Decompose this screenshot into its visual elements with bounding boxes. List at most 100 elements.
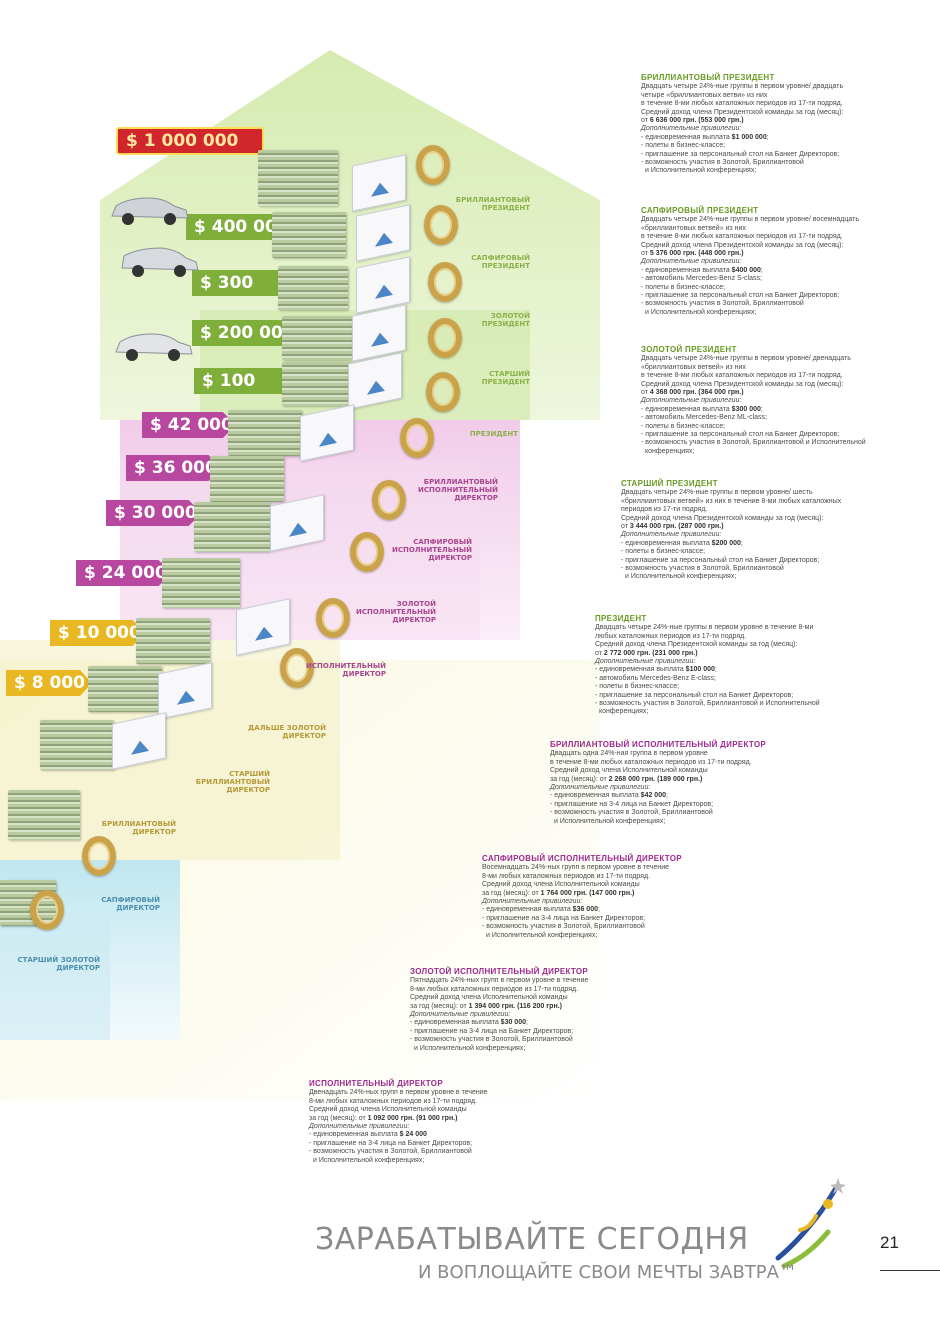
income-line: за год (месяц): от 2 268 000 грн. (189 0… bbox=[550, 775, 703, 783]
ring-icon bbox=[30, 890, 64, 930]
money-stack bbox=[8, 790, 80, 840]
perk-line: - приглашение на 3-4 лица на Банкет Дире… bbox=[482, 914, 646, 922]
perk-line: - возможность участия в Золотой, Бриллиа… bbox=[641, 159, 804, 167]
perks-label: Дополнительные привилегии: bbox=[595, 658, 696, 666]
desc-line: Средний доход члена Президентской команд… bbox=[641, 241, 844, 249]
perks-label: Дополнительные привилегии: bbox=[641, 397, 742, 405]
perk-line: - приглашение за персональный стол на Ба… bbox=[595, 691, 794, 699]
bonus-line: - единовременная выплата $300 000; bbox=[641, 405, 763, 413]
slogan-line-2: И ВОПЛОЩАЙТЕ СВОИ МЕЧТЫ ЗАВТРА™ bbox=[418, 1262, 797, 1283]
stair-label: БРИЛЛИАНТОВЫЙ ИСПОЛНИТЕЛЬНЫЙ ДИРЕКТОР bbox=[417, 478, 498, 502]
money-stack bbox=[194, 502, 270, 552]
desc-line: Средний доход члена Президентской команд… bbox=[621, 514, 824, 522]
perk-line: - возможность участия в Золотой, Бриллиа… bbox=[410, 1036, 573, 1044]
ring-icon bbox=[82, 836, 116, 876]
perks-label: Дополнительные привилегии: bbox=[550, 784, 651, 792]
bonus-line: - единовременная выплата $200 000; bbox=[621, 539, 743, 547]
ring-icon bbox=[372, 480, 406, 520]
ring-icon bbox=[280, 648, 314, 688]
amount-tag: $ 30 000 bbox=[106, 500, 202, 526]
level-title: ПРЕЗИДЕНТ bbox=[595, 614, 647, 623]
desc-line: Двадцать четыре 24%-ные группы в первом … bbox=[595, 624, 814, 632]
income-line: за год (месяц): от 1 092 000 грн. (91 00… bbox=[309, 1114, 458, 1122]
bonus-line: - единовременная выплата $400 000; bbox=[641, 266, 763, 274]
perk-line: - полеты в бизнес-классе; bbox=[641, 283, 726, 291]
level-title: ЗОЛОТОЙ ПРЕЗИДЕНТ bbox=[641, 345, 737, 354]
perk-line: - возможность участия в Золотой, Бриллиа… bbox=[621, 565, 784, 573]
perk-line: - автомобиль Mercedes-Benz S-class; bbox=[641, 275, 762, 283]
stair-label: СТАРШИЙ БРИЛЛИАНТОВЫЙ ДИРЕКТОР bbox=[195, 770, 270, 794]
desc-line: Средний доход члена Исполнительной коман… bbox=[482, 881, 640, 889]
perk-line: и Исполнительной конференциях; bbox=[645, 167, 757, 175]
level-description: ЗОЛОТОЙ ПРЕЗИДЕНТ Двадцать четыре 24%-ны… bbox=[641, 345, 866, 456]
perks-label: Дополнительные привилегии: bbox=[482, 898, 583, 906]
money-stack bbox=[210, 456, 284, 502]
money-stack bbox=[40, 720, 114, 770]
level-title: БРИЛЛИАНТОВЫЙ ИСПОЛНИТЕЛЬНЫЙ ДИРЕКТОР bbox=[550, 740, 767, 749]
amount-tag: $ 8 000 bbox=[6, 670, 92, 696]
bonus-line: - единовременная выплата $36 000; bbox=[482, 906, 600, 914]
ring-icon bbox=[316, 598, 350, 638]
desc-line: Средний доход члена Президентской команд… bbox=[641, 380, 844, 388]
level-description: ИСПОЛНИТЕЛЬНЫЙ ДИРЕКТОР Двенадцать 24%-н… bbox=[309, 1079, 488, 1165]
slogan-line-1: ЗАРАБАТЫВАЙТЕ СЕГОДНЯ bbox=[315, 1222, 749, 1257]
money-stack bbox=[258, 150, 338, 206]
ring-icon bbox=[350, 532, 384, 572]
stair-label: САПФИРОВЫЙ ПРЕЗИДЕНТ bbox=[471, 254, 530, 270]
desc-line: «бриллиантовых ветвей» из них bbox=[641, 224, 746, 232]
money-stack bbox=[228, 410, 302, 456]
stair-label: ЗОЛОТОЙ ИСПОЛНИТЕЛЬНЫЙ ДИРЕКТОР bbox=[355, 600, 436, 624]
desc-line: Двадцать одна 24%-ная группа в первом ур… bbox=[550, 750, 708, 758]
desc-line: Средний доход члена Президентской команд… bbox=[595, 641, 798, 649]
desc-line: Двадцать четыре 24%-ные группы в первом … bbox=[641, 83, 844, 91]
stair-label: СТАРШИЙ ПРЕЗИДЕНТ bbox=[481, 370, 530, 386]
perk-line: - полеты в бизнес-классе; bbox=[621, 548, 706, 556]
amount-tag: $ 100 000 bbox=[194, 368, 296, 394]
level-description: ЗОЛОТОЙ ИСПОЛНИТЕЛЬНЫЙ ДИРЕКТОР Пятнадца… bbox=[410, 967, 588, 1053]
bonus-line: - единовременная выплата $100 000; bbox=[595, 666, 717, 674]
perk-line: - полеты в бизнес-классе; bbox=[641, 422, 726, 430]
money-stack bbox=[88, 666, 162, 712]
level-title: ИСПОЛНИТЕЛЬНЫЙ ДИРЕКТОР bbox=[309, 1079, 443, 1088]
perk-line: - возможность участия в Золотой, Бриллиа… bbox=[595, 700, 820, 708]
income-line: от 4 368 000 грн. (364 000 грн.) bbox=[641, 389, 744, 397]
perk-line: - возможность участия в Золотой, Бриллиа… bbox=[482, 923, 645, 931]
stair-label: СТАРШИЙ ЗОЛОТОЙ ДИРЕКТОР bbox=[17, 956, 100, 972]
ring-icon bbox=[428, 318, 462, 358]
perks-label: Дополнительные привилегии: bbox=[309, 1123, 410, 1131]
dancer-logo-icon bbox=[775, 1178, 846, 1269]
income-line: за год (месяц): от 1 764 000 грн. (147 0… bbox=[482, 889, 635, 897]
desc-line: периодов из 17-ти подряд. bbox=[621, 506, 708, 514]
perk-line: - приглашение на 3-4 лица на Банкет Дире… bbox=[550, 800, 714, 808]
perk-line: и Исполнительной конференциях; bbox=[625, 573, 737, 581]
stair-label: ПРЕЗИДЕНТ bbox=[469, 430, 518, 438]
money-stack bbox=[282, 362, 352, 406]
desc-line: 8-ми любых каталожных периодов из 17-ти … bbox=[309, 1097, 478, 1105]
desc-line: Двадцать четыре 24%-ные группы в первом … bbox=[621, 489, 813, 497]
amount-tag: $ 10 000 bbox=[50, 620, 146, 646]
level-title: САПФИРОВЫЙ ПРЕЗИДЕНТ bbox=[641, 206, 759, 215]
car-image bbox=[115, 333, 193, 361]
perk-line: - полеты в бизнес-классе; bbox=[641, 142, 726, 150]
stair-label: САПФИРОВЫЙ ИСПОЛНИТЕЛЬНЫЙ ДИРЕКТОР bbox=[391, 538, 472, 562]
desc-line: Двенадцать 24%-ных групп в первом уровне… bbox=[309, 1089, 488, 1097]
stair-label: БРИЛЛИАНТОВЫЙ ДИРЕКТОР bbox=[101, 820, 176, 836]
level-title: САПФИРОВЫЙ ИСПОЛНИТЕЛЬНЫЙ ДИРЕКТОР bbox=[482, 854, 682, 863]
amount-tag: $ 1 000 000 bbox=[116, 127, 264, 155]
money-stack bbox=[282, 316, 352, 360]
perk-line: и Исполнительной конференциях; bbox=[486, 931, 598, 939]
stair-label: ЗОЛОТОЙ ПРЕЗИДЕНТ bbox=[481, 312, 530, 328]
income-line: от 6 636 000 грн. (553 000 грн.) bbox=[641, 117, 744, 125]
page-number-rule bbox=[880, 1270, 940, 1271]
ring-icon bbox=[426, 372, 460, 412]
ring-icon bbox=[424, 205, 458, 245]
perks-label: Дополнительные привилегии: bbox=[621, 531, 722, 539]
income-line: от 2 772 000 грн. (231 000 грн.) bbox=[595, 649, 698, 657]
desc-line: в течение 8-ми любых каталожных периодов… bbox=[641, 372, 843, 380]
level-description: БРИЛЛИАНТОВЫЙ ПРЕЗИДЕНТ Двадцать четыре … bbox=[641, 73, 844, 176]
bonus-line: - единовременная выплата $ 24 000 bbox=[309, 1131, 427, 1139]
perk-line: и Исполнительной конференциях; bbox=[554, 817, 666, 825]
desc-line: в течение 8-ми любых каталожных периодов… bbox=[641, 233, 843, 241]
desc-line: Средний доход члена Исполнительной коман… bbox=[550, 767, 708, 775]
perk-line: - возможность участия в Золотой, Бриллиа… bbox=[641, 439, 866, 447]
